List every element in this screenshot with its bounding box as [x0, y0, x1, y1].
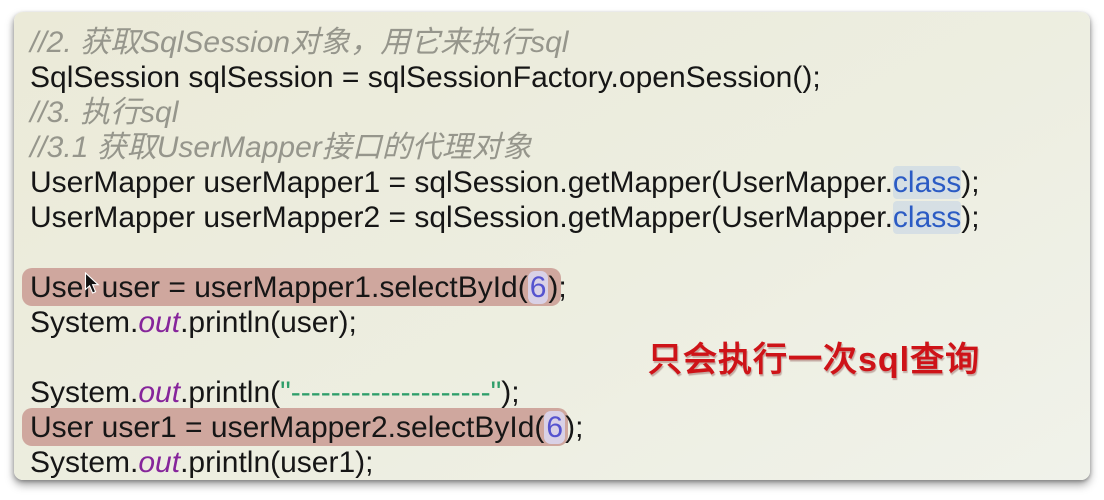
string-literal: "--------------------" — [280, 376, 502, 409]
code-text: ); — [961, 166, 980, 199]
code-text: SqlSession sqlSession = sqlSessionFactor… — [30, 61, 821, 94]
mouse-cursor-icon — [84, 272, 100, 294]
code-line-sqlsession[interactable]: SqlSession sqlSession = sqlSessionFactor… — [30, 60, 1090, 95]
comment-text: //3.1 获取UserMapper接口的代理对象 — [30, 131, 532, 164]
code-text: ); — [565, 411, 584, 444]
code-line-println-dashes[interactable]: System.out.println("--------------------… — [30, 375, 1090, 410]
code-text: User user1 = userMapper2.selectById( — [30, 411, 545, 444]
code-text: System. — [30, 446, 139, 479]
code-text: .println(user1); — [180, 446, 374, 479]
annotation-text: 只会执行一次sql查询 — [648, 341, 981, 379]
number-literal: 6 — [527, 271, 549, 304]
class-keyword: class — [892, 166, 962, 199]
code-text: System. — [30, 376, 139, 409]
code-text: System. — [30, 306, 139, 339]
code-line-usermapper2[interactable]: UserMapper userMapper2 = sqlSession.getM… — [30, 200, 1090, 235]
code-line-comment-2[interactable]: //2. 获取SqlSession对象，用它来执行sql — [30, 25, 1090, 60]
code-line-select2-highlighted[interactable]: User user1 = userMapper2.selectById(6); — [22, 408, 1090, 446]
code-panel: //2. 获取SqlSession对象，用它来执行sql SqlSession … — [14, 12, 1090, 480]
code-text: UserMapper userMapper2 = sqlSession.getM… — [30, 201, 893, 234]
out-field: out — [138, 376, 181, 409]
code-line-blank — [30, 235, 1090, 270]
out-field: out — [138, 306, 181, 339]
number-literal: 6 — [544, 411, 566, 444]
code-line-comment-3-1[interactable]: //3.1 获取UserMapper接口的代理对象 — [30, 130, 1090, 165]
code-text: User user = userMapper1.selectById( — [30, 271, 528, 304]
code-text: .println( — [180, 376, 281, 409]
code-text: ); — [548, 271, 567, 304]
code-text: ); — [501, 376, 520, 409]
class-keyword: class — [892, 201, 962, 234]
comment-text: //2. 获取SqlSession对象，用它来执行sql — [30, 26, 569, 59]
code-line-println-user1[interactable]: System.out.println(user1); — [30, 445, 1090, 480]
code-text: .println(user); — [180, 306, 357, 339]
code-line-select1-highlighted[interactable]: User user = userMapper1.selectById(6); — [22, 268, 1090, 306]
code-text: ); — [961, 201, 980, 234]
code-text: UserMapper userMapper1 = sqlSession.getM… — [30, 166, 893, 199]
code-line-comment-3[interactable]: //3. 执行sql — [30, 95, 1090, 130]
out-field: out — [138, 446, 181, 479]
code-line-println-user[interactable]: System.out.println(user); — [30, 305, 1090, 340]
comment-text: //3. 执行sql — [30, 96, 179, 129]
code-line-usermapper1[interactable]: UserMapper userMapper1 = sqlSession.getM… — [30, 165, 1090, 200]
